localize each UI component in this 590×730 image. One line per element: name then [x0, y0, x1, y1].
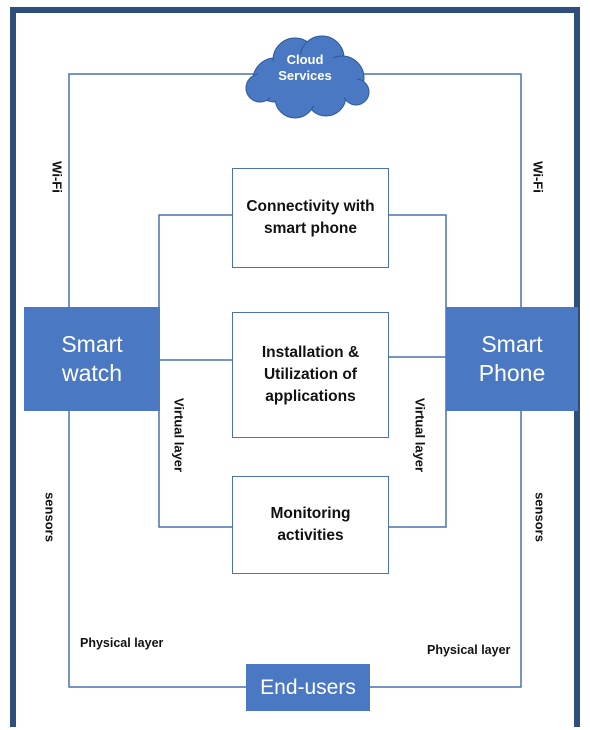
monitoring-line1: Monitoring: [270, 505, 351, 522]
frame-left-border: [10, 7, 16, 727]
end-users-box: End-users: [246, 664, 370, 711]
cloud-label-line1: Cloud: [286, 52, 324, 67]
virtual-line-left-top: [158, 214, 232, 528]
physical-line-left: [68, 411, 246, 688]
virtual-layer-label-right: Virtual layer: [412, 397, 428, 473]
sensors-label-right: sensors: [532, 492, 548, 542]
connectivity-line2: smart phone: [263, 220, 357, 237]
wifi-label-left: Wi-Fi: [49, 161, 65, 193]
wifi-line-right: [360, 73, 522, 307]
physical-layer-label-right: Physical layer: [427, 643, 511, 657]
connectivity-line1: Connectivity with: [246, 198, 375, 215]
sensors-label-left: sensors: [42, 492, 58, 542]
monitoring-line2: activities: [277, 527, 344, 544]
frame-top-border: [10, 7, 580, 13]
physical-line-right: [370, 411, 522, 688]
smart-watch-box: Smart watch: [24, 307, 160, 411]
smart-phone-line2: Phone: [478, 360, 546, 386]
cloud-icon: [245, 35, 370, 119]
installation-line3: applications: [265, 388, 356, 405]
virtual-layer-label-left: Virtual layer: [171, 397, 187, 473]
smart-phone-line1: Smart: [481, 331, 543, 357]
installation-box: Installation & Utilization of applicatio…: [232, 312, 389, 438]
wifi-label-right: Wi-Fi: [530, 161, 546, 193]
smart-phone-box: Smart Phone: [446, 307, 578, 411]
physical-layer-label-left: Physical layer: [80, 636, 164, 650]
cloud-services-label: Cloud Services: [270, 52, 340, 84]
end-users-label: End-users: [260, 676, 356, 699]
connectivity-box: Connectivity with smart phone: [232, 168, 389, 268]
smart-watch-line1: Smart: [61, 331, 123, 357]
wifi-line-left: [68, 73, 255, 307]
monitoring-box: Monitoring activities: [232, 476, 389, 574]
installation-line1: Installation &: [261, 344, 360, 361]
virtual-line-right-top: [389, 214, 447, 528]
installation-line2: Utilization of: [263, 366, 357, 383]
cloud-label-line2: Services: [278, 68, 332, 83]
smart-watch-line2: watch: [61, 360, 123, 386]
